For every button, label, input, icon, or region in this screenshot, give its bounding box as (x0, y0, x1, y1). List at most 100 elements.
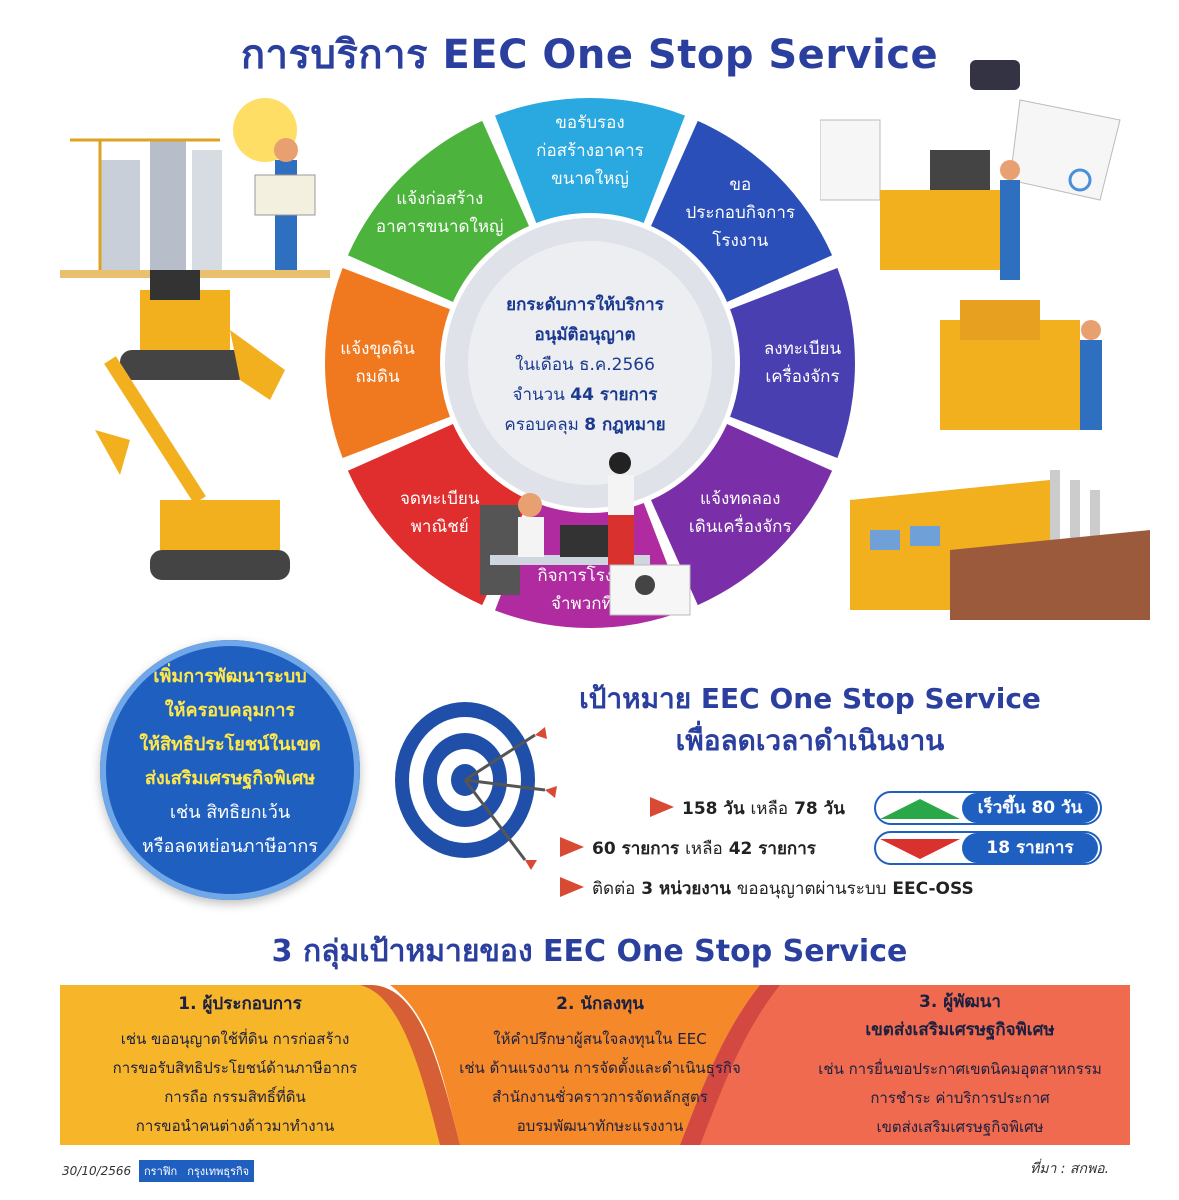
wheel-segment-2-line-3: โรงงาน (712, 230, 769, 251)
arrow-marker-icon (650, 797, 674, 817)
goal-row-3: ติดต่อ 3 หน่วยงาน ขออนุญาตผ่านระบบ EEC-O… (592, 875, 974, 902)
wheel-segment-5-line-3: จำพวกที่ 3 (551, 593, 629, 614)
wheel-segment-label-3: ลงทะเบียนเครื่องจักร (728, 335, 878, 391)
goal-row-2-badge-pill: 18 รายการ (874, 831, 1102, 865)
arrow-marker-icon (560, 877, 584, 897)
wheel-center-inner (468, 241, 712, 485)
bulldozer-excavator-illustration (95, 270, 290, 580)
target-icon (395, 702, 557, 870)
goal-row-1-badge: เร็วขึ้น 80 วัน (962, 793, 1098, 823)
wheel-segment-1-line-2: ก่อสร้างอาคาร (536, 140, 644, 161)
group-3-band (680, 985, 1130, 1145)
office-workers-illustration (480, 452, 691, 616)
group-1-line-4: การขอนำคนต่างด้าวมาทำงาน (135, 1117, 335, 1135)
footer-badge-publisher: กรุงเทพธุรกิจ (182, 1160, 255, 1182)
wheel-segment-6-line-1: จดทะเบียน (399, 489, 480, 510)
dev-line-2: ให้ครอบคลุมการ (164, 700, 296, 721)
wheel-segment-8-line-2: อาคารขนาดใหญ่ (375, 216, 504, 237)
wheel-segment-1-line-1: ขอรับรอง (555, 112, 625, 133)
group-2-title: 2. นักลงทุน (556, 994, 644, 1014)
groups-title: 3 กลุ่มเป้าหมายของ EEC One Stop Service (271, 934, 908, 969)
ribbon-twist-1 (360, 985, 460, 1145)
group-1-body: เช่น ขออนุญาตใช้ที่ดิน การก่อสร้าง การขอ… (60, 1025, 410, 1141)
group-2-line-2: เช่น ด้านแรงงาน การจัดตั้งและดำเนินธุรกิ… (459, 1059, 741, 1077)
footer-source: ที่มา : สกพอ. (1030, 1161, 1110, 1177)
footer-date: 30/10/2566 (62, 1164, 132, 1178)
group-2-band (390, 985, 760, 1145)
down-arrow-icon (880, 839, 960, 859)
wheel-segment-3 (730, 268, 855, 458)
wheel-segment-label-4: แจ้งทดลองเดินเครื่องจักร (665, 485, 815, 541)
goal-row-2: 60 รายการ เหลือ 42 รายการ (592, 835, 816, 862)
group-2-line-4: อบรมพัฒนาทักษะแรงงาน (516, 1117, 684, 1135)
wheel-center-text: ยกระดับการให้บริการ อนุมัติอนุญาต ในเดือ… (465, 290, 705, 440)
wheel-segment-2 (651, 120, 833, 302)
center-line-3: ในเดือน ธ.ค.2566 (515, 355, 655, 375)
goal-row-3-c: EEC-OSS (892, 879, 974, 899)
center-line-4-bold: 44 รายการ (570, 385, 658, 405)
wheel-segment-label-1: ขอรับรองก่อสร้างอาคารขนาดใหญ่ (515, 109, 665, 193)
goal-row-2-badge: 18 รายการ (962, 833, 1098, 863)
wheel-segment-3-line-2: เครื่องจักร (765, 367, 840, 387)
group-1-line-2: การขอรับสิทธิประโยชน์ด้านภาษีอากร (112, 1059, 358, 1077)
group-2-line-3: สำนักงานชั่วคราวการจัดหลักสูตร (492, 1088, 708, 1106)
footer-badge-graphic: กราฟิก (139, 1160, 183, 1182)
group-1-line-1: เช่น ขออนุญาตใช้ที่ดิน การก่อสร้าง (120, 1030, 350, 1048)
wheel-segment-4 (651, 424, 833, 606)
machinery-illustration (940, 300, 1102, 430)
dev-line-1: เพิ่มการพัฒนาระบบ (153, 666, 307, 687)
wheel-segment-4-line-2: เดินเครื่องจักร (688, 517, 792, 538)
wheel-segment-label-2: ขอประกอบกิจการโรงงาน (665, 171, 815, 255)
center-line-4-pre: จำนวน (512, 385, 565, 405)
goal-row-2-a: 60 รายการ (592, 839, 680, 859)
group-1-title: 1. ผู้ประกอบการ (178, 994, 302, 1014)
center-line-2: อนุมัติอนุญาต (534, 325, 636, 345)
up-arrow-icon (880, 799, 960, 819)
wheel-segment-7-line-1: แจ้งขุดดิน (340, 339, 415, 359)
group-2-line-1: ให้คำปรึกษาผู้สนใจลงทุนใน EEC (493, 1030, 707, 1048)
group-3-title-line-1: 3. ผู้พัฒนา (919, 992, 1001, 1012)
dev-line-5: เช่น สิทธิยกเว้น (169, 802, 291, 823)
dev-line-6: หรือลดหย่อนภาษีอากร (142, 836, 318, 857)
services-wheel (325, 98, 855, 628)
footer-credit: 30/10/2566 กราฟิกกรุงเทพธุรกิจ (62, 1160, 255, 1182)
ribbon-twist-2 (680, 985, 780, 1145)
arrow-marker-icon (560, 837, 584, 857)
factory-illustration (850, 470, 1150, 620)
goal-title: เป้าหมาย EEC One Stop Service เพื่อลดเวล… (500, 678, 1120, 762)
wheel-segment-3-line-1: ลงทะเบียน (763, 339, 842, 359)
goal-row-1-mid: เหลือ (750, 799, 789, 819)
groups-ribbon (60, 985, 1130, 1145)
goal-row-1-badge-pill: เร็วขึ้น 80 วัน (874, 791, 1102, 825)
development-circle (100, 640, 360, 900)
wheel-segment-7-line-2: ถมดิน (355, 367, 400, 387)
page-title: การบริการ EEC One Stop Service (240, 32, 939, 78)
group-3-body: เช่น การยื่นขอประกาศเขตนิคมอุตสาหกรรม กา… (785, 1055, 1135, 1142)
goal-title-line-1: เป้าหมาย EEC One Stop Service (579, 682, 1041, 715)
wheel-segment-label-6: จดทะเบียนพาณิชย์ (365, 485, 515, 541)
wheel-segment-2-line-2: ประกอบกิจการ (685, 202, 796, 223)
wheel-segment-7 (325, 268, 450, 458)
goal-row-3-b: 3 หน่วยงาน (641, 879, 731, 899)
dev-line-4: ส่งเสริมเศรษฐกิจพิเศษ (144, 768, 316, 789)
goal-title-line-2: เพื่อลดเวลาดำเนินงาน (675, 724, 945, 757)
wheel-segment-8-line-1: แจ้งก่อสร้าง (396, 188, 484, 209)
goal-row-2-b: 42 รายการ (728, 839, 816, 859)
goal-row-2-mid: เหลือ (685, 839, 723, 859)
goal-row-1-a: 158 วัน (682, 799, 745, 819)
group-1-line-3: การถือ กรรมสิทธิ์ที่ดิน (164, 1088, 306, 1106)
document-signing-illustration (820, 60, 1121, 280)
center-line-5-bold: 8 กฎหมาย (584, 415, 666, 435)
wheel-segment-6-line-2: พาณิชย์ (410, 517, 469, 538)
dev-line-3: ให้สิทธิประโยชน์ในเขต (139, 734, 321, 755)
group-3-line-1: เช่น การยื่นขอประกาศเขตนิคมอุตสาหกรรม (818, 1060, 1102, 1078)
goal-row-1-b: 78 วัน (794, 799, 845, 819)
wheel-segment-4-line-1: แจ้งทดลอง (700, 489, 781, 510)
goal-row-3-a: ติดต่อ (592, 879, 636, 899)
group-3-title: 3. ผู้พัฒนา เขตส่งเสริมเศรษฐกิจพิเศษ (790, 988, 1130, 1044)
center-line-1: ยกระดับการให้บริการ (506, 295, 664, 315)
group-3-line-3: เขตส่งเสริมเศรษฐกิจพิเศษ (876, 1118, 1044, 1136)
group-1-band (60, 985, 460, 1145)
group-2-body: ให้คำปรึกษาผู้สนใจลงทุนใน EEC เช่น ด้านแ… (420, 1025, 780, 1141)
center-line-5-pre: ครอบคลุม (504, 415, 579, 435)
